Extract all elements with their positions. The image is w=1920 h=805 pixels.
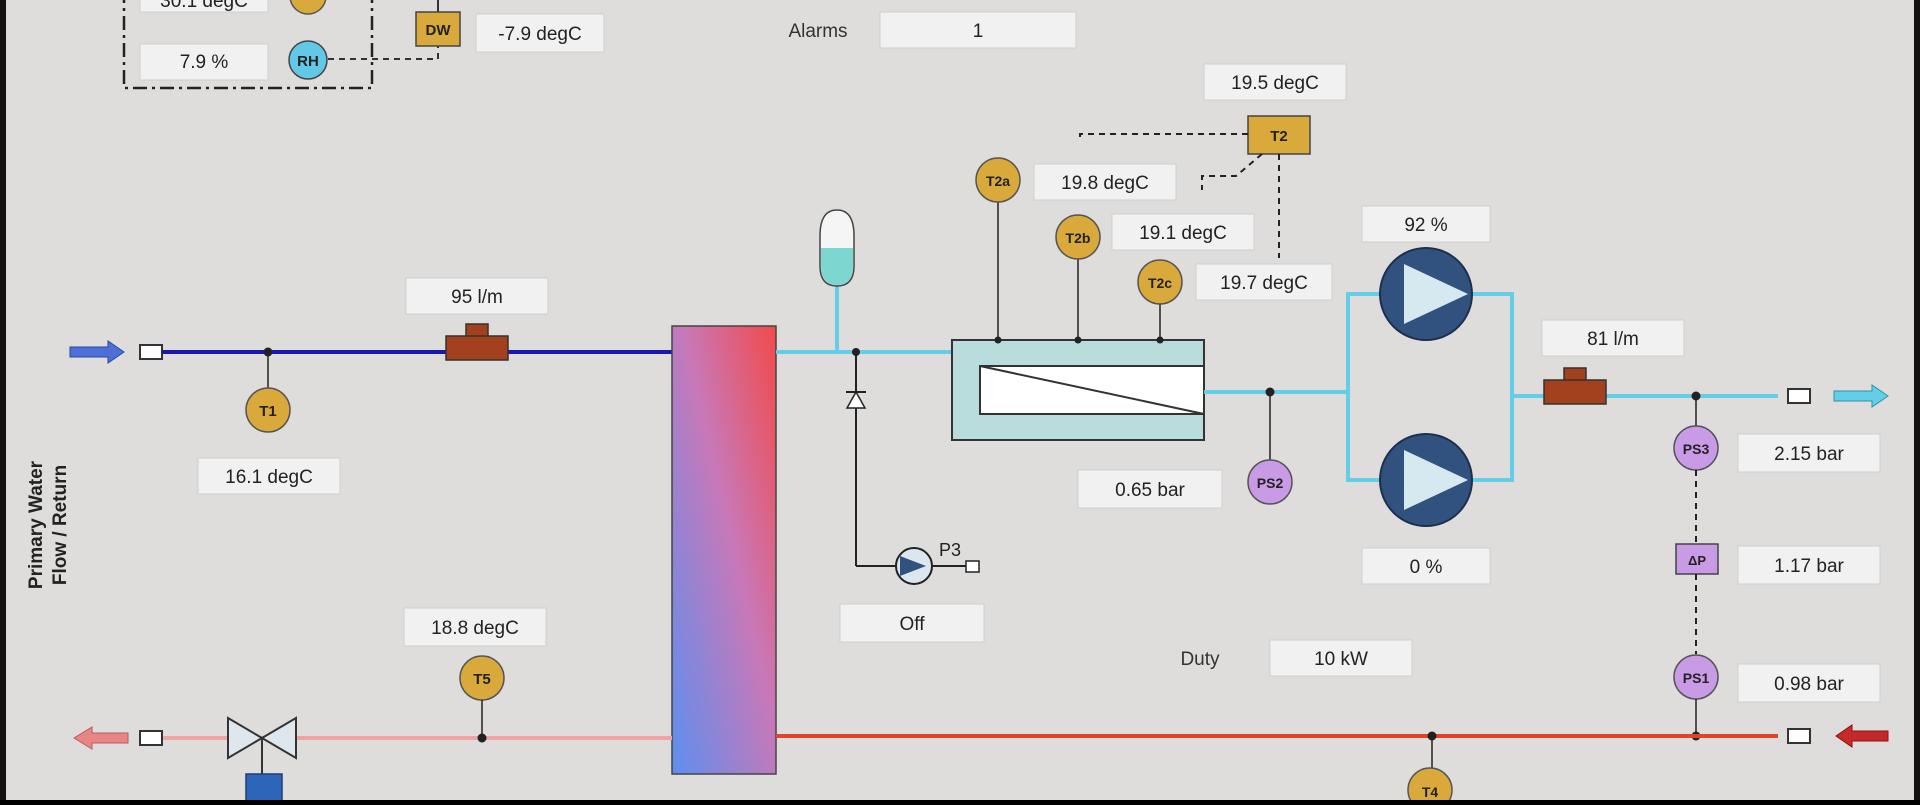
dw-readout-text: -7.9 degC <box>498 24 581 45</box>
svg-text:T2c: T2c <box>1148 275 1172 291</box>
p3-label: P3 <box>939 540 961 560</box>
svg-text:95 l/m: 95 l/m <box>451 287 503 308</box>
svg-text:1.17 bar: 1.17 bar <box>1774 556 1844 577</box>
duty-label: Duty <box>1180 649 1220 670</box>
svg-text:T2b: T2b <box>1066 230 1091 246</box>
svg-text:ΔP: ΔP <box>1688 553 1706 568</box>
rh-sensor-icon[interactable] <box>288 40 328 80</box>
svg-text:0 %: 0 % <box>1410 557 1443 578</box>
p3-state-readout <box>839 603 985 643</box>
t5-readout <box>403 607 547 647</box>
svg-text:Off: Off <box>900 614 926 635</box>
t2c-sensor-icon[interactable] <box>1137 259 1183 305</box>
top-left-readout <box>139 0 269 13</box>
svg-text:16.1 degC: 16.1 degC <box>225 467 313 488</box>
top-left-sensor-icon[interactable] <box>289 0 327 15</box>
alarms-label: Alarms <box>788 21 847 42</box>
svg-text:19.1 degC: 19.1 degC <box>1139 223 1227 244</box>
instrument-group-boundary <box>122 0 374 90</box>
ps1-readout <box>1737 663 1881 703</box>
svg-text:T5: T5 <box>473 671 491 688</box>
t2-readout <box>1203 63 1347 101</box>
pump-top-speed-readout <box>1361 205 1491 243</box>
flow-in-arrow-icon <box>69 340 125 364</box>
dw-sensor-icon[interactable] <box>415 11 461 47</box>
svg-text:T2: T2 <box>1270 128 1288 145</box>
flow-out-connection <box>1787 388 1811 404</box>
t2a-readout <box>1033 163 1177 201</box>
svg-text:0.65 bar: 0.65 bar <box>1115 480 1185 501</box>
flow-out-readout <box>1541 319 1685 357</box>
flowmeter-in-icon[interactable] <box>445 335 509 361</box>
return-out-connection <box>139 730 163 746</box>
rh-readout-text: 7.9 % <box>180 52 229 73</box>
valve-actuator-icon[interactable] <box>245 773 283 805</box>
flow-in-connection <box>139 344 163 360</box>
svg-text:T4: T4 <box>1422 784 1439 800</box>
svg-text:RH: RH <box>297 53 319 70</box>
svg-text:92 %: 92 % <box>1404 215 1447 236</box>
svg-text:19.7 degC: 19.7 degC <box>1220 273 1308 294</box>
control-valve-icon[interactable] <box>227 716 264 760</box>
svg-text:2.15 bar: 2.15 bar <box>1774 444 1844 465</box>
title-line-1: Primary Water <box>26 460 47 589</box>
alarms-count: 1 <box>973 21 984 42</box>
t2a-sensor-icon[interactable] <box>975 157 1021 203</box>
svg-text:T1: T1 <box>259 403 277 420</box>
flow-in-readout <box>405 277 549 315</box>
ps2-readout <box>1077 469 1223 509</box>
t2c-readout <box>1195 263 1333 301</box>
svg-text:19.8 degC: 19.8 degC <box>1061 173 1149 194</box>
return-in-connection <box>1787 728 1811 744</box>
top-left-readout-text: 30.1 degC <box>160 0 248 12</box>
duty-readout <box>1269 639 1413 677</box>
svg-text:PS2: PS2 <box>1257 475 1284 491</box>
flow-out-arrow-icon <box>1833 384 1889 408</box>
svg-text:0.98 bar: 0.98 bar <box>1774 674 1844 695</box>
ps2-sensor-icon[interactable] <box>1247 459 1293 505</box>
plate-heat-exchanger[interactable] <box>671 325 777 775</box>
t1-sensor-icon[interactable] <box>245 387 291 433</box>
svg-text:10 kW: 10 kW <box>1314 649 1368 670</box>
dp-readout <box>1737 545 1881 585</box>
return-out-arrow-icon <box>73 726 129 750</box>
t4-sensor-icon[interactable] <box>1407 767 1453 805</box>
svg-text:DW: DW <box>426 22 452 39</box>
alarms-count-box[interactable] <box>879 11 1077 49</box>
t2b-readout <box>1111 213 1255 251</box>
check-valve-icon <box>845 390 867 409</box>
ps3-readout <box>1737 433 1881 473</box>
svg-text:19.5 degC: 19.5 degC <box>1231 73 1319 94</box>
pump-bottom-speed-readout <box>1361 547 1491 585</box>
svg-text:T2a: T2a <box>986 173 1010 189</box>
svg-text:PS1: PS1 <box>1683 670 1710 686</box>
svg-text:18.8 degC: 18.8 degC <box>431 618 519 639</box>
dw-readout <box>475 13 605 53</box>
rh-readout <box>139 43 269 81</box>
return-in-arrow-icon <box>1835 724 1889 748</box>
flowmeter-out-icon[interactable] <box>1543 379 1607 405</box>
t2b-sensor-icon[interactable] <box>1055 214 1101 260</box>
svg-text:PS3: PS3 <box>1683 441 1710 457</box>
t1-readout <box>197 457 341 495</box>
svg-text:81 l/m: 81 l/m <box>1587 329 1639 350</box>
title-line-2: Flow / Return <box>50 465 71 585</box>
